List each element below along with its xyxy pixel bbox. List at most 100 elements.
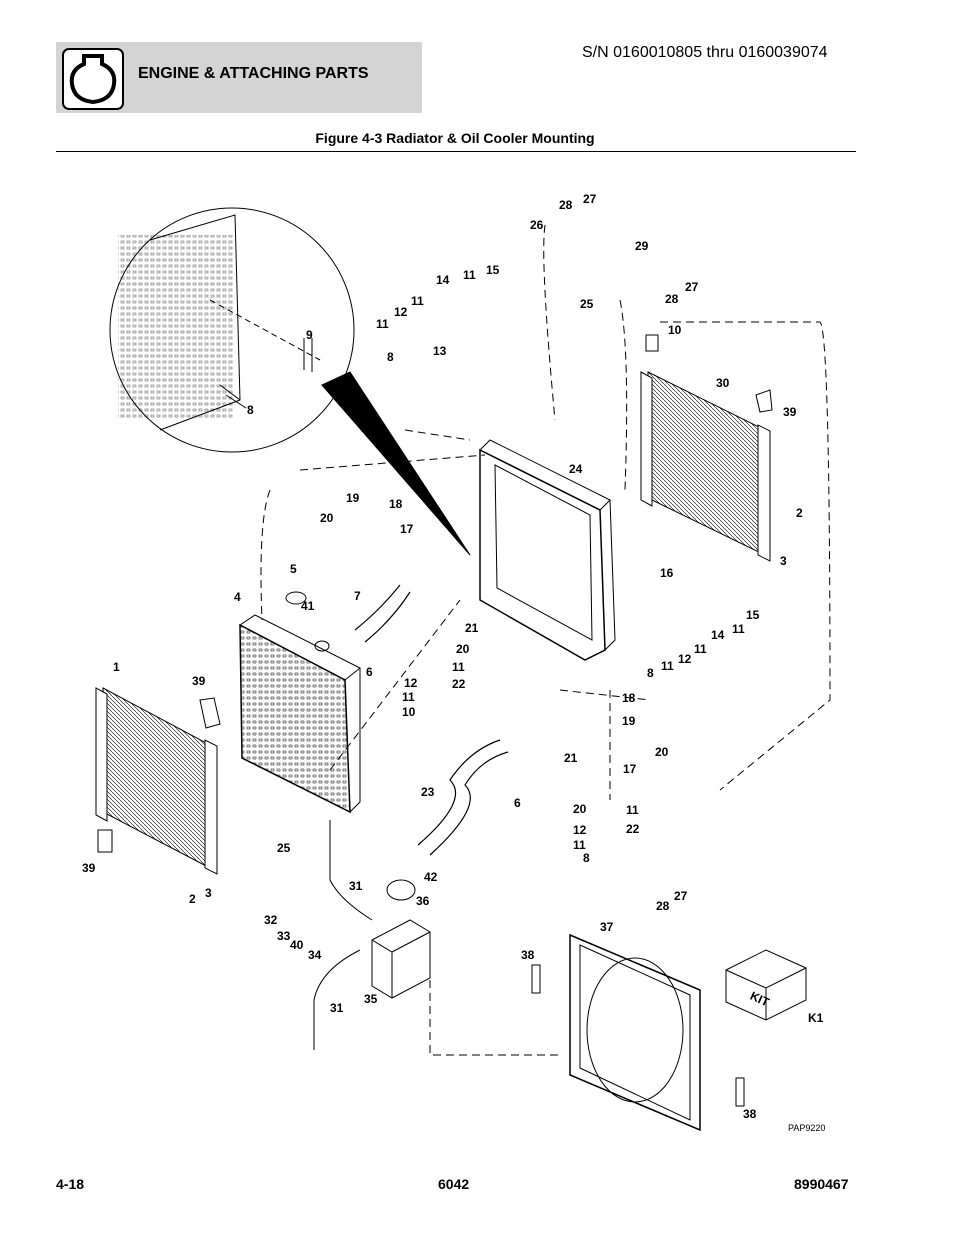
radiator [239, 591, 361, 814]
callout: 26 [530, 218, 544, 232]
callout: 20 [573, 802, 587, 816]
section-title: ENGINE & ATTACHING PARTS [138, 65, 369, 82]
callout: 41 [301, 599, 315, 613]
callout: 22 [626, 822, 640, 836]
callout: 28 [559, 198, 573, 212]
callout: 3 [205, 886, 212, 900]
callout: 28 [656, 899, 670, 913]
callout: 6 [366, 665, 373, 679]
callout: 30 [716, 376, 730, 390]
callout: 11 [411, 294, 424, 308]
callout: 21 [465, 621, 479, 635]
serial-range: S/N 0160010805 thru 0160039074 [582, 44, 828, 61]
callout: 11 [573, 838, 586, 852]
callout: 4 [234, 590, 241, 604]
callout: 23 [421, 785, 435, 799]
callout: 29 [635, 239, 649, 253]
callout: 40 [290, 938, 304, 952]
drawing-number: PAP9220 [788, 1123, 825, 1133]
callout: 28 [665, 292, 679, 306]
callout: 36 [416, 894, 430, 908]
callout: 7 [354, 589, 361, 603]
callout: 12 [394, 305, 408, 319]
callout: 12 [573, 823, 587, 837]
pad-38-upper [531, 964, 541, 994]
surge-tank [371, 879, 431, 999]
callout: 2 [796, 506, 803, 520]
callout: 25 [277, 841, 291, 855]
callout: 24 [569, 462, 583, 476]
callout: 31 [349, 879, 363, 893]
callout: 15 [486, 263, 500, 277]
fan-shroud [569, 933, 701, 1132]
callout: 32 [264, 913, 278, 927]
callout: 12 [404, 676, 418, 690]
callout: 25 [580, 297, 594, 311]
callout: 39 [192, 674, 206, 688]
callout: 39 [82, 861, 96, 875]
callout: 20 [655, 745, 669, 759]
manual-number: 8990467 [794, 1176, 849, 1192]
callout: 11 [376, 317, 389, 331]
callout: 1 [113, 660, 120, 674]
callout: 11 [626, 803, 639, 817]
callout: 42 [424, 870, 438, 884]
callout: 34 [308, 948, 322, 962]
callout: 22 [452, 677, 466, 691]
callout: 11 [661, 659, 674, 673]
pad-38-lower [735, 1077, 745, 1107]
callout-labels: 28 27 26 29 27 28 25 14 11 15 11 12 11 8… [82, 192, 824, 1121]
callout: 20 [320, 511, 334, 525]
callout: 19 [346, 491, 360, 505]
callout: 6 [514, 796, 521, 810]
oil-cooler-left [95, 687, 221, 875]
overflow-tube [329, 820, 373, 921]
callout: 15 [746, 608, 760, 622]
callout: 17 [400, 522, 414, 536]
radiator-frame [479, 439, 616, 661]
callout: 27 [583, 192, 597, 206]
callout: 33 [277, 929, 291, 943]
callout: 5 [290, 562, 297, 576]
callout: 2 [189, 892, 196, 906]
oil-cooler-right [640, 334, 773, 562]
callout: 8 [583, 851, 590, 865]
callout: 16 [660, 566, 674, 580]
detail-magnifier [109, 207, 471, 556]
callout: 11 [732, 622, 745, 636]
callout: 14 [711, 628, 725, 642]
model-number: 6042 [438, 1176, 470, 1192]
callout: 11 [452, 660, 465, 674]
callout: 12 [678, 652, 692, 666]
callout: 13 [433, 344, 447, 358]
callout: 21 [564, 751, 578, 765]
callout: K1 [808, 1011, 824, 1025]
callout: 8 [387, 350, 394, 364]
callout: 39 [783, 405, 797, 419]
callout: 20 [456, 642, 470, 656]
figure-title: Figure 4-3 Radiator & Oil Cooler Mountin… [315, 130, 595, 146]
callout: 35 [364, 992, 378, 1006]
callout: 27 [674, 889, 688, 903]
callout: 9 [306, 328, 313, 342]
callout: 18 [389, 497, 403, 511]
page-number: 4-18 [56, 1176, 85, 1192]
callout: 19 [622, 714, 636, 728]
callout: 11 [694, 642, 707, 656]
overflow-tube-lower [313, 949, 361, 1050]
callout: 31 [330, 1001, 344, 1015]
engine-icon [62, 48, 124, 110]
kit-box [725, 949, 807, 1021]
callout: 3 [780, 554, 787, 568]
callout: 27 [685, 280, 699, 294]
header-rule [56, 151, 856, 152]
assembly-lines [260, 224, 831, 1056]
callout: 18 [622, 691, 636, 705]
callout: 38 [521, 948, 535, 962]
callout: 17 [623, 762, 637, 776]
lower-hose [417, 739, 509, 856]
callout: 8 [247, 403, 254, 417]
callout: 8 [647, 666, 654, 680]
callout: 14 [436, 273, 450, 287]
